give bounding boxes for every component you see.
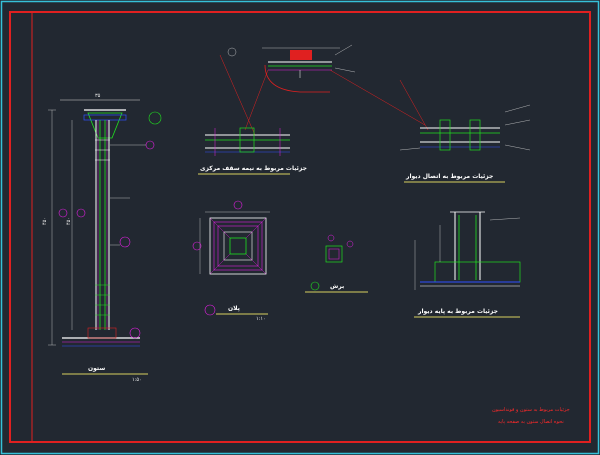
sheet-notes: جزئیات مربوط به ستون و فونداسیون نحوه ات… xyxy=(492,407,570,425)
svg-text:۴۵۰: ۴۵۰ xyxy=(66,217,72,225)
base-plate-plan: پلان ۱:۱۰ xyxy=(192,200,270,322)
small-section-title: برش xyxy=(330,283,344,290)
base-plate-title: پلان xyxy=(228,305,240,312)
middle-support-title: جزئیات مربوط به نیمه سقف مرکزی xyxy=(200,165,307,172)
column-elevation: ۳۵ ۴۵۰ ۴۵۰ xyxy=(42,93,162,383)
svg-text:۳۵: ۳۵ xyxy=(95,93,101,99)
inner-frame xyxy=(9,11,591,443)
top-callout-detail xyxy=(219,44,429,136)
wall-anchor-title: جزئیات مربوط به اتصال دیوار xyxy=(405,173,493,180)
small-section-detail: برش xyxy=(305,234,368,293)
wall-footing-detail: جزئیات مربوط به پایه دیوار xyxy=(414,211,521,318)
column-scale: ۱:۵۰ xyxy=(132,377,142,383)
wall-anchor-detail: جزئیات مربوط به اتصال دیوار xyxy=(399,104,531,183)
svg-text:۴۵۰: ۴۵۰ xyxy=(42,217,48,225)
base-plate-scale: ۱:۱۰ xyxy=(256,316,266,322)
note-line-1: جزئیات مربوط به ستون و فونداسیون xyxy=(492,407,570,413)
middle-support-detail: جزئیات مربوط به نیمه سقف مرکزی xyxy=(198,127,307,175)
note-line-2: نحوه اتصال ستون به صفحه پایه xyxy=(498,419,564,425)
wall-footing-title: جزئیات مربوط به پایه دیوار xyxy=(417,308,498,315)
column-title: ستون xyxy=(88,365,105,372)
